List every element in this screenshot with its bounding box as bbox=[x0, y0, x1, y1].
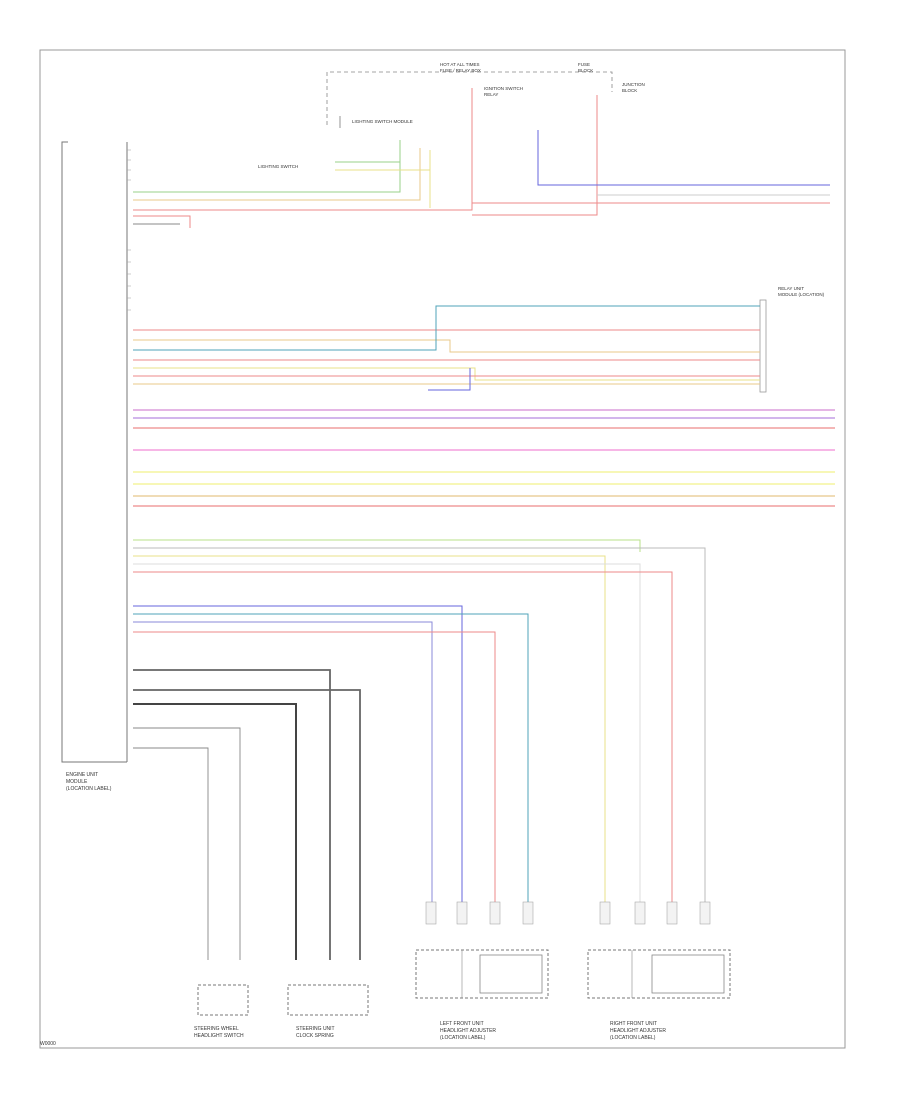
top-junction-label-1: HOT AT ALL TIMES bbox=[440, 62, 480, 67]
control-module-label-2: MODULE bbox=[66, 779, 88, 785]
bus-wires bbox=[133, 409, 835, 507]
left-adjuster-label-3: (LOCATION LABEL) bbox=[440, 1035, 486, 1041]
wire-label-boxes bbox=[425, 901, 711, 925]
steering-clock-spring-label-2: CLOCK SPRING bbox=[296, 1033, 334, 1039]
top-side-text-1a: IGNITION SWITCH bbox=[484, 86, 523, 91]
switch-wires bbox=[133, 669, 361, 960]
steering-clock-spring-label-1: STEERING UNIT bbox=[296, 1026, 335, 1032]
control-module: ENGINE UNIT MODULE (LOCATION LABEL) bbox=[61, 141, 128, 792]
left-headlight-adjuster: LEFT FRONT UNIT HEADLIGHT ADJUSTER (LOCA… bbox=[415, 949, 549, 1041]
switch-connector-label: LIGHTING SWITCH bbox=[258, 164, 298, 169]
top-junction-box: HOT AT ALL TIMES FUSE / RELAY BOX FUSE B… bbox=[326, 62, 645, 128]
top-junction-label-2: FUSE / RELAY BOX bbox=[440, 68, 481, 73]
right-headlight-adjuster: RIGHT FRONT UNIT HEADLIGHT ADJUSTER (LOC… bbox=[587, 949, 731, 1041]
adjuster-wires bbox=[133, 539, 706, 905]
module-pin-ticks bbox=[127, 149, 131, 311]
mid-wires bbox=[133, 305, 760, 391]
mid-module: RELAY UNIT MODULE (LOCATION) bbox=[759, 286, 825, 393]
steering-wheel-switch-label-1: STEERING WHEEL bbox=[194, 1026, 239, 1032]
right-adjuster-label-1: RIGHT FRONT UNIT bbox=[610, 1021, 657, 1027]
footer-code: W0000 bbox=[40, 1041, 56, 1047]
fuse-block-label-2: BLOCK bbox=[578, 68, 593, 73]
control-module-label-1: ENGINE UNIT bbox=[66, 772, 98, 778]
top-side-text-1b: RELAY bbox=[484, 92, 498, 97]
diagram-frame bbox=[39, 49, 846, 1049]
right-adjuster-label-2: HEADLIGHT ADJUSTER bbox=[610, 1028, 666, 1034]
steering-wheel-switch-label-2: HEADLIGHT SWITCH bbox=[194, 1033, 244, 1039]
right-adjuster-label-3: (LOCATION LABEL) bbox=[610, 1035, 656, 1041]
steering-clock-spring: STEERING UNIT CLOCK SPRING bbox=[287, 984, 369, 1039]
top-wires bbox=[133, 88, 830, 228]
steering-wheel-switch: STEERING WHEEL HEADLIGHT SWITCH bbox=[194, 984, 249, 1039]
mid-module-label-1: RELAY UNIT bbox=[778, 286, 804, 291]
left-adjuster-label-1: LEFT FRONT UNIT bbox=[440, 1021, 484, 1027]
fuse-block-label-1: FUSE bbox=[578, 62, 590, 67]
top-side-text-2a: JUNCTION bbox=[622, 82, 645, 87]
left-adjuster-label-2: HEADLIGHT ADJUSTER bbox=[440, 1028, 496, 1034]
connector-label: LIGHTING SWITCH MODULE bbox=[352, 119, 413, 124]
control-module-label-3: (LOCATION LABEL) bbox=[66, 786, 112, 792]
mid-module-label-2: MODULE (LOCATION) bbox=[778, 292, 825, 297]
top-side-text-2b: BLOCK bbox=[622, 88, 637, 93]
